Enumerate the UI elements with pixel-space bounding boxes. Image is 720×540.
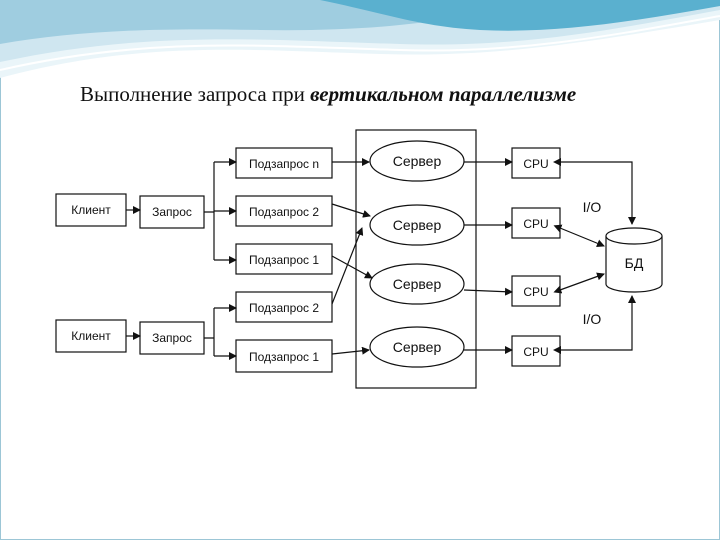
arrow-server3-cpu3 xyxy=(463,287,513,296)
server-label-2: Сервер xyxy=(393,217,442,233)
io-label-bottom: I/O xyxy=(583,311,602,327)
database-cylinder xyxy=(605,236,663,293)
subrequest-label-2-bottom: Подзапрос 2 xyxy=(249,301,319,315)
fan-request2 xyxy=(204,308,215,356)
link-cpu1-db xyxy=(553,158,636,225)
parallelism-diagram: Клиент Клиент Запрос Запрос Подзапрос n … xyxy=(48,128,680,408)
link-cpu2-db xyxy=(553,224,605,248)
server-ellipse-4 xyxy=(369,326,465,368)
subrequest-label-1-bottom: Подзапрос 1 xyxy=(249,350,319,364)
server-ellipse-3 xyxy=(369,263,465,305)
subrequest-box-1-bottom xyxy=(235,339,333,373)
database-label: БД xyxy=(625,255,644,271)
cpu-box-4 xyxy=(511,335,561,367)
database-cylinder-top xyxy=(605,227,663,245)
subrequest-label-1-top: Подзапрос 1 xyxy=(249,253,319,267)
title-emphasis: вертикальном параллелизме xyxy=(310,82,577,106)
subrequest-label-n: Подзапрос n xyxy=(249,157,319,171)
cpu-label-4: CPU xyxy=(523,345,548,359)
arrow-sub1bottom-server4 xyxy=(331,346,370,355)
header-wave-decoration xyxy=(0,0,720,78)
arrow-sub2bottom-server2 xyxy=(331,227,364,305)
server-label-3: Сервер xyxy=(393,276,442,292)
cpu-label-3: CPU xyxy=(523,285,548,299)
subrequest-box-2-bottom xyxy=(235,291,333,323)
diagram-canvas: Клиент Клиент Запрос Запрос Подзапрос n … xyxy=(55,129,663,389)
request-label-2: Запрос xyxy=(152,331,192,345)
arrow-sub1top-server3 xyxy=(331,255,373,279)
client-label-1: Клиент xyxy=(71,203,111,217)
client-label-2: Клиент xyxy=(71,329,111,343)
client-box-1 xyxy=(55,193,127,227)
cpu-label-1: CPU xyxy=(523,157,548,171)
arrow-sub2top-server2 xyxy=(331,203,371,218)
request-label-1: Запрос xyxy=(152,205,192,219)
title-prefix: Выполнение запроса при xyxy=(80,82,311,106)
io-label-top: I/O xyxy=(583,199,602,215)
link-cpu3-db xyxy=(553,272,605,294)
subrequest-label-2-top: Подзапрос 2 xyxy=(249,205,319,219)
server-label-1: Сервер xyxy=(393,153,442,169)
link-cpu4-db xyxy=(553,295,636,354)
server-label-4: Сервер xyxy=(393,339,442,355)
server-ellipse-1 xyxy=(369,140,465,182)
page-title: Выполнение запроса при вертикальном пара… xyxy=(80,82,576,107)
fan-request1 xyxy=(204,162,215,260)
cpu-label-2: CPU xyxy=(523,217,548,231)
